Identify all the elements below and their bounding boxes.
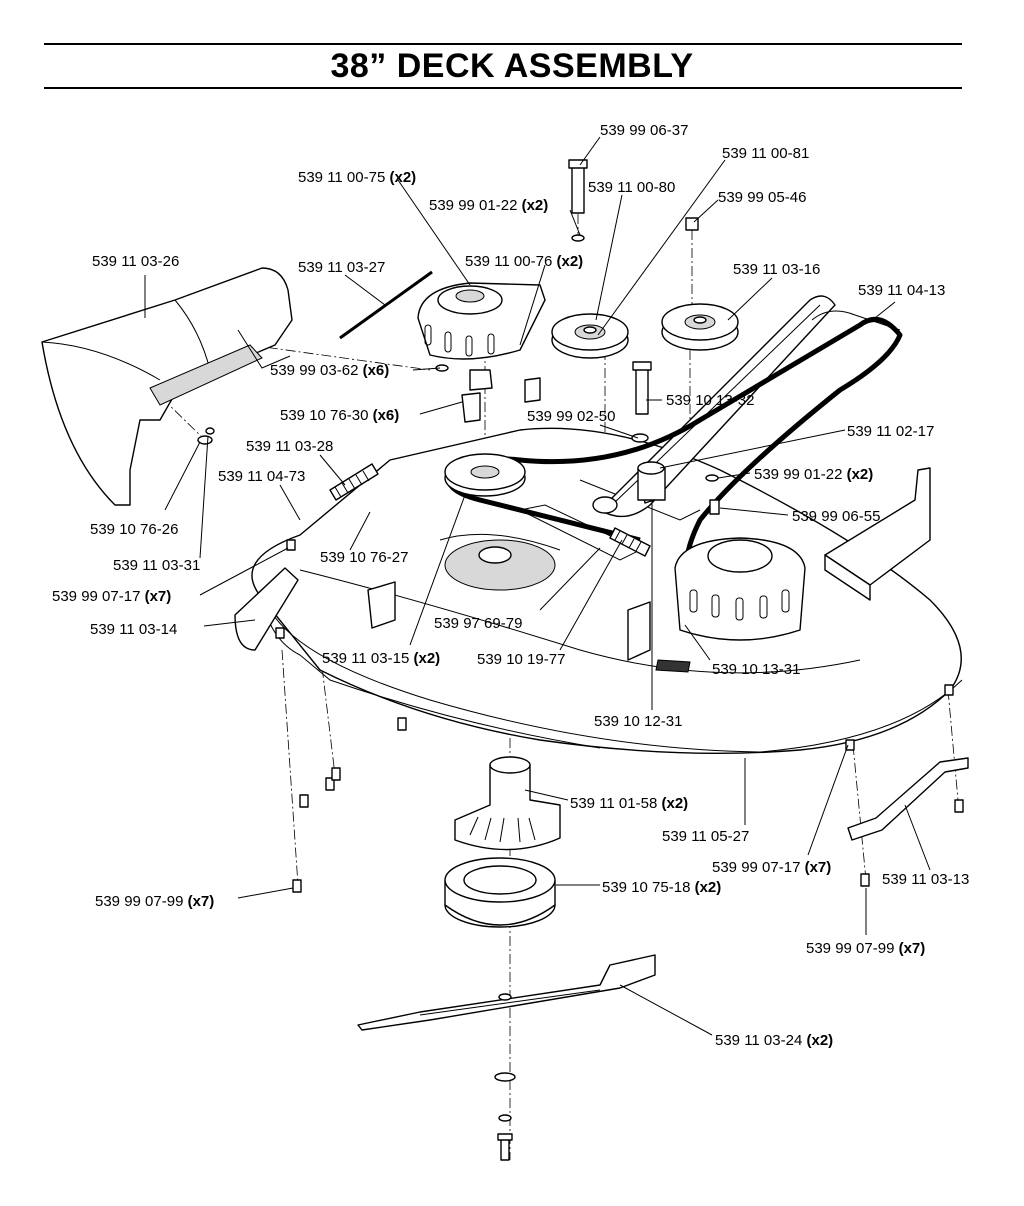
callout-label: 539 99 06-37 bbox=[600, 122, 688, 139]
callout-label: 539 11 00-76 (x2) bbox=[465, 253, 583, 270]
blade-bolt bbox=[494, 1072, 516, 1161]
callout-label: 539 99 07-99 (x7) bbox=[806, 940, 925, 957]
callout-label: 539 11 03-24 (x2) bbox=[715, 1032, 833, 1049]
callout-label: 539 10 76-27 bbox=[320, 549, 408, 566]
callout-label: 539 11 02-17 bbox=[847, 423, 934, 440]
callout-label: 539 10 19-77 bbox=[477, 651, 565, 668]
callout-label: 539 11 04-13 bbox=[858, 282, 945, 299]
callout-label: 539 11 03-16 bbox=[733, 261, 820, 278]
callout-label: 539 99 03-62 (x6) bbox=[270, 362, 389, 379]
callout-label: 539 99 01-22 (x2) bbox=[754, 466, 873, 483]
callout-label: 539 97 69-79 bbox=[434, 615, 522, 632]
callout-label: 539 10 12-31 bbox=[594, 713, 682, 730]
callout-label: 539 99 07-17 (x7) bbox=[52, 588, 171, 605]
hardware bbox=[197, 159, 964, 893]
callout-label: 539 99 01-22 (x2) bbox=[429, 197, 548, 214]
callout-label: 539 11 03-14 bbox=[90, 621, 177, 638]
chute-rod bbox=[339, 270, 433, 340]
callout-label: 539 99 07-99 (x7) bbox=[95, 893, 214, 910]
callout-label: 539 11 04-73 bbox=[218, 468, 305, 485]
callout-label: 539 11 05-27 bbox=[662, 828, 749, 845]
left-spindle-cover bbox=[417, 282, 546, 360]
blade bbox=[357, 954, 656, 1031]
baffle-bar bbox=[847, 757, 969, 841]
leader-lines bbox=[144, 136, 931, 1036]
callout-label: 539 11 03-31 bbox=[113, 557, 200, 574]
callout-label: 539 10 75-18 (x2) bbox=[602, 879, 721, 896]
discharge-chute bbox=[41, 267, 293, 506]
callout-label: 539 11 03-26 bbox=[92, 253, 179, 270]
title-rule-bottom bbox=[44, 87, 962, 89]
callout-label: 539 11 03-27 bbox=[298, 259, 385, 276]
callout-label: 539 11 03-28 bbox=[246, 438, 333, 455]
idler-pulley-left bbox=[551, 313, 629, 359]
idler-pulley-right bbox=[661, 303, 739, 351]
callout-label: 539 99 02-50 bbox=[527, 408, 615, 425]
callout-label: 539 10 76-30 (x6) bbox=[280, 407, 399, 424]
right-spindle-cover bbox=[674, 537, 806, 641]
callout-label: 539 11 03-15 (x2) bbox=[322, 650, 440, 667]
callout-label: 539 10 13-31 bbox=[712, 661, 800, 678]
callout-label: 539 11 00-80 bbox=[588, 179, 675, 196]
callout-label: 539 99 06-55 bbox=[792, 508, 880, 525]
callout-label: 539 10 76-26 bbox=[90, 521, 178, 538]
callout-label: 539 10 13-32 bbox=[666, 392, 754, 409]
blade-adapter bbox=[444, 857, 556, 928]
page-title: 38” DECK ASSEMBLY bbox=[330, 47, 694, 85]
callout-label: 539 99 05-46 bbox=[718, 189, 806, 206]
callout-label: 539 11 00-81 bbox=[722, 145, 809, 162]
callout-labels: 539 99 06-37 539 11 00-81 539 11 00-75 (… bbox=[52, 122, 969, 1049]
callout-label: 539 99 07-17 (x7) bbox=[712, 859, 831, 876]
mower-deck bbox=[234, 427, 963, 755]
spindle-assembly bbox=[454, 756, 561, 851]
title-rule-top bbox=[44, 43, 962, 45]
callout-label: 539 11 00-75 (x2) bbox=[298, 169, 416, 186]
deck-pulley bbox=[444, 453, 526, 497]
callout-label: 539 11 03-13 bbox=[882, 871, 969, 888]
callout-label: 539 11 01-58 (x2) bbox=[570, 795, 688, 812]
